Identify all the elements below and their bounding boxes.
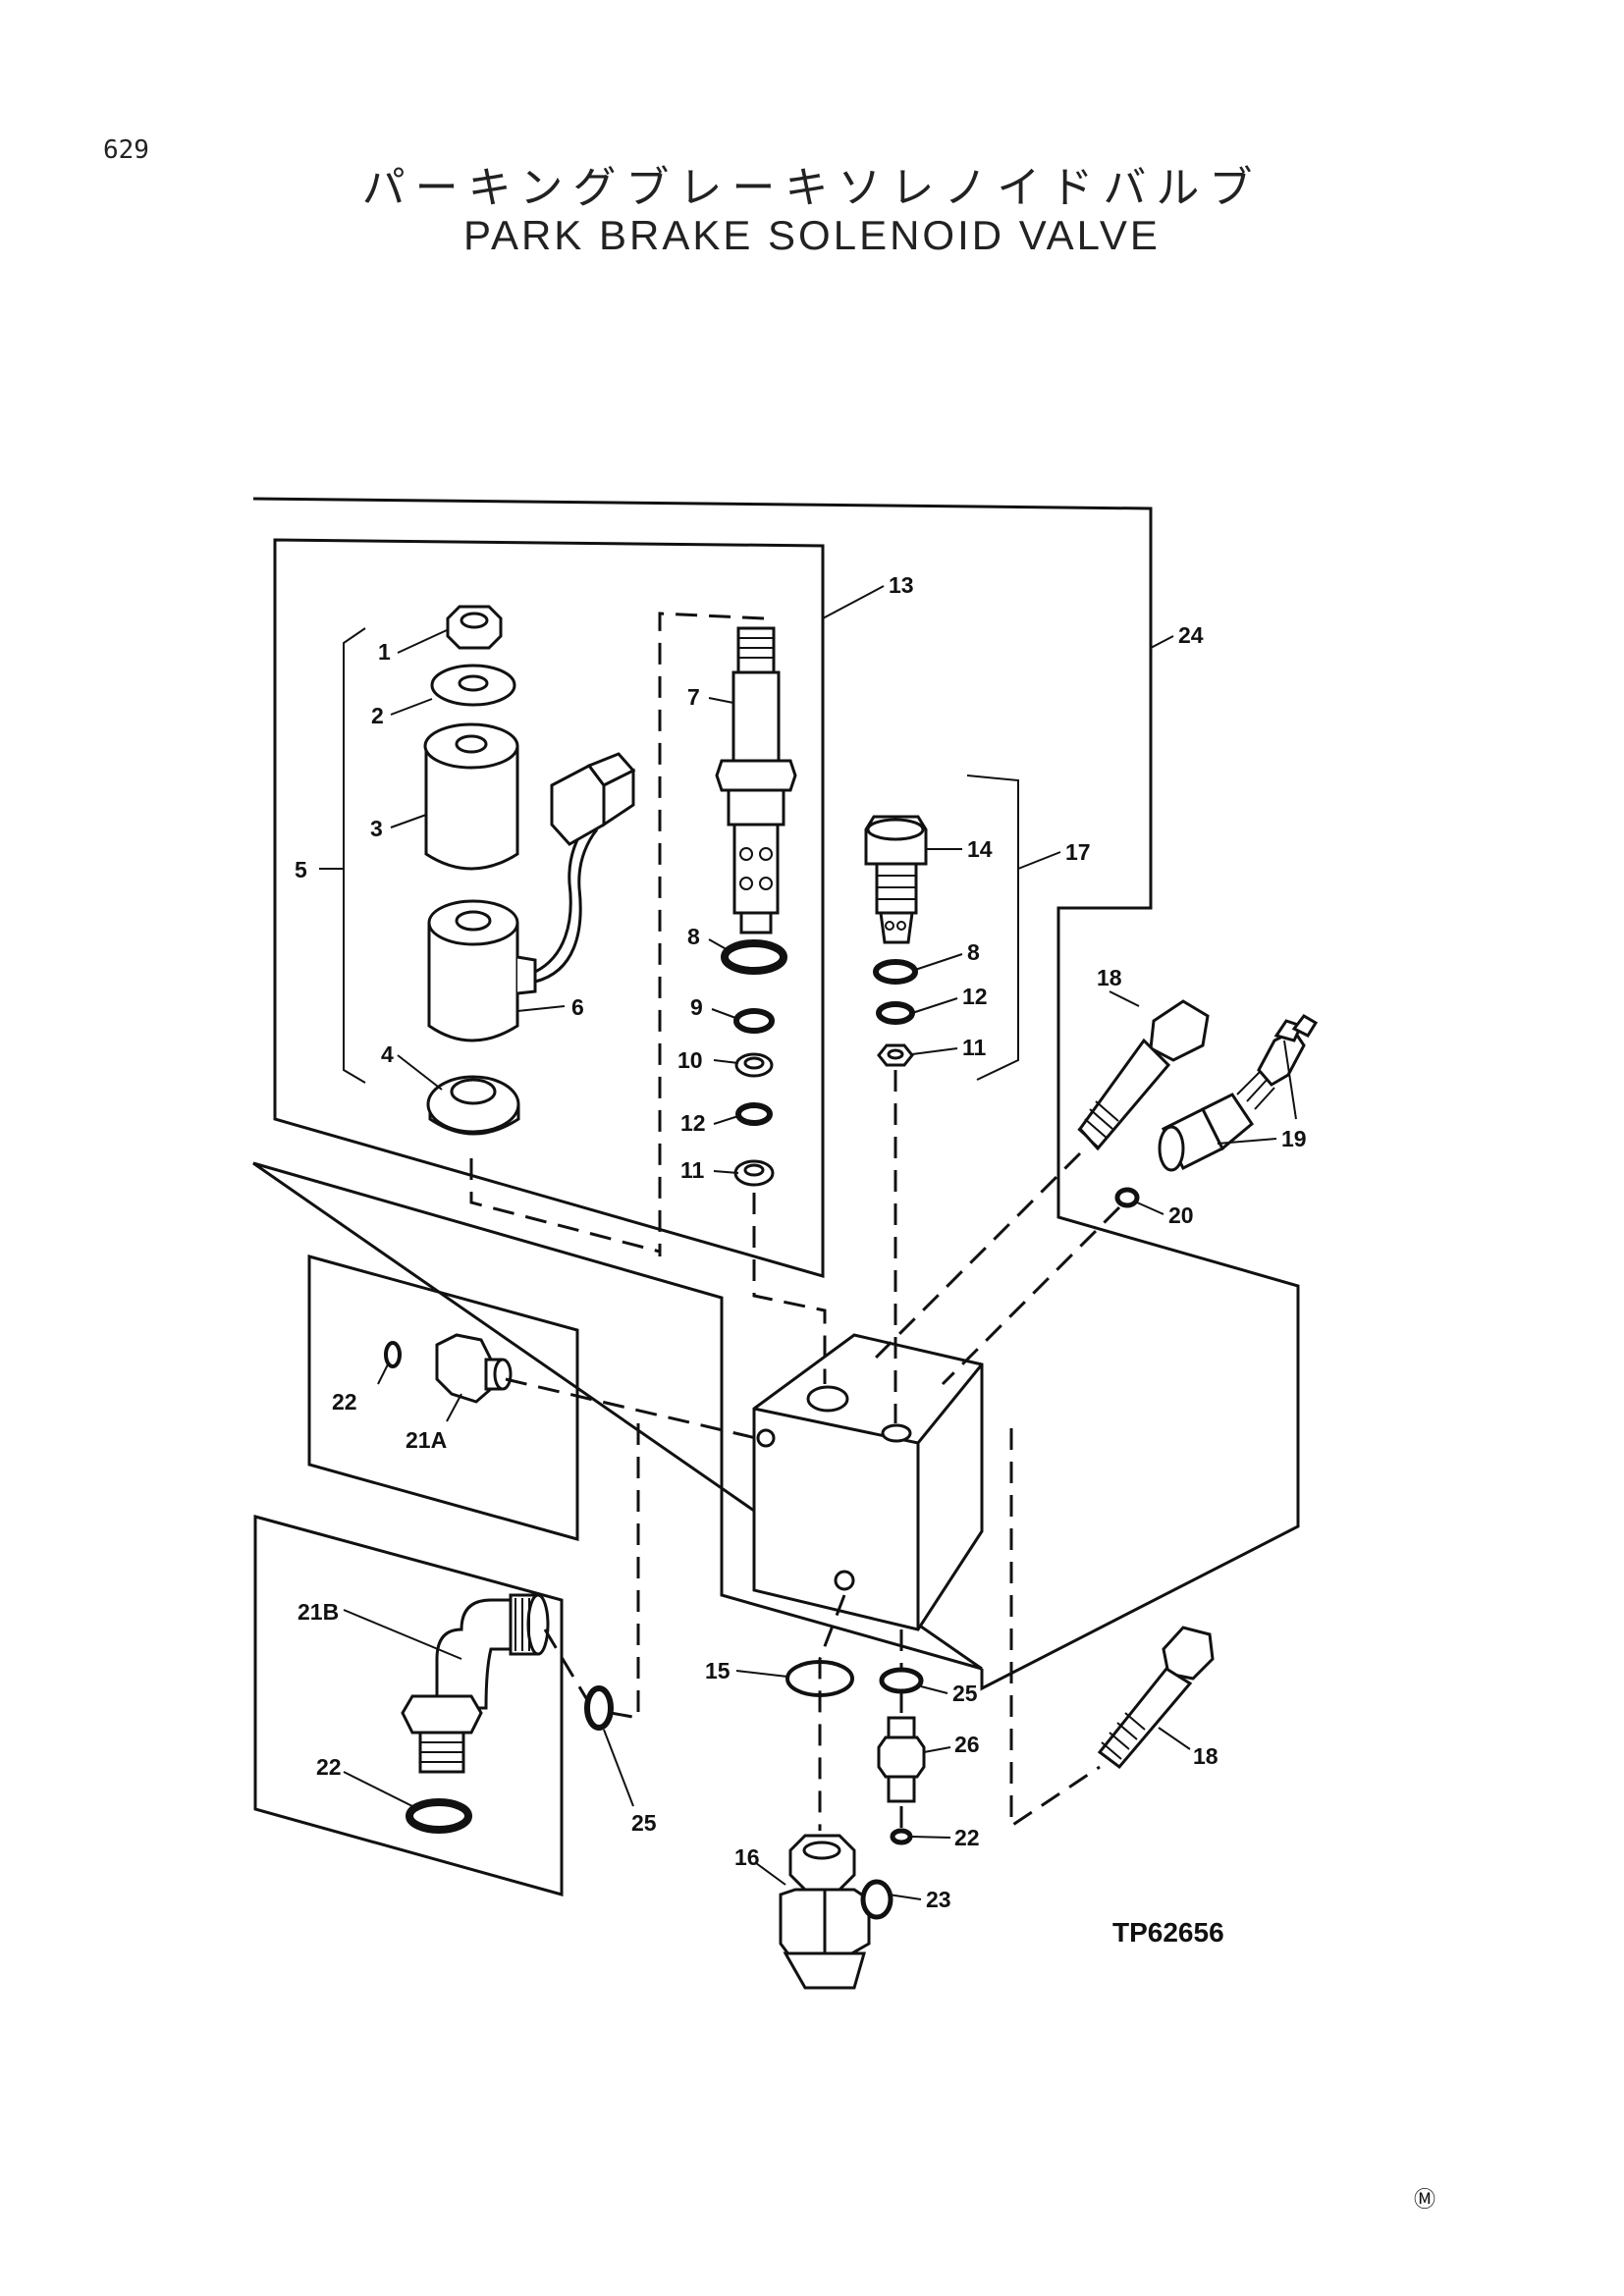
callout-7: 7 [687,684,700,710]
callout-25-right: 25 [952,1681,978,1706]
part-25-o-ring-right [879,1667,924,1694]
callout-25-left: 25 [631,1810,657,1836]
part-22-o-ring-right [890,1828,913,1845]
callout-3: 3 [370,816,383,841]
part-26-fitting [877,1716,926,1803]
part-10-ring [734,1052,774,1078]
part-3-coil [423,722,519,871]
callout-19: 19 [1281,1126,1307,1151]
callout-8-right: 8 [967,939,980,965]
part-6-solenoid [427,752,636,1042]
callout-22-right: 22 [954,1825,980,1850]
part-23-o-ring [860,1879,893,1920]
callout-18-upper: 18 [1097,965,1122,990]
page-number: 629 [103,135,149,165]
part-2-washer [430,664,516,707]
part-16-fitting [779,1834,871,1990]
valve-block [752,1333,984,1631]
group-outline-21b [253,1515,564,1896]
callout-10: 10 [677,1047,703,1073]
callout-14: 14 [967,836,993,862]
dashed-assembly-lines [469,1070,1121,1831]
bracket-5 [343,627,366,1084]
drawing-code: TP62656 [1112,1917,1224,1948]
part-22-o-ring-lower-left [406,1798,472,1834]
callout-1: 1 [378,639,391,665]
part-11-ring-right [877,1043,914,1067]
part-7-cartridge [715,626,797,934]
callout-17: 17 [1065,839,1091,865]
bracket-17 [966,774,1019,1081]
callout-5: 5 [295,857,307,882]
group-outline-13 [273,538,825,1278]
group-outline-21a [307,1255,579,1541]
part-11-ring-left [733,1159,775,1187]
page-title-japanese: パーキングブレーキソレノイドバルブ [361,163,1263,213]
callout-18-lower: 18 [1193,1743,1218,1769]
callout-9: 9 [690,994,703,1020]
callout-22-lower-left: 22 [316,1754,342,1780]
callout-15: 15 [705,1658,731,1683]
leader-lines [319,585,1297,1900]
part-25-o-ring-left [584,1685,614,1731]
part-21b-elbow [401,1593,550,1774]
part-4-base-washer [426,1075,520,1136]
part-12-ring-left [735,1102,773,1126]
part-21a-adapter [435,1333,513,1404]
callout-6: 6 [571,994,584,1020]
callout-22-upper-left: 22 [332,1389,357,1415]
callout-21a: 21A [406,1427,447,1453]
part-18-bolt-lower [1097,1626,1215,1770]
callout-11-right: 11 [962,1035,987,1060]
dashed-group-7 [658,612,765,1252]
part-9-ring [733,1008,775,1034]
callout-21b: 21B [298,1599,339,1625]
callout-24: 24 [1178,622,1204,648]
callout-26: 26 [954,1732,980,1757]
callout-4: 4 [381,1041,394,1067]
callout-12-right: 12 [962,984,988,1009]
callout-2: 2 [371,703,384,728]
part-22-o-ring-upper-left [384,1341,402,1368]
callout-16: 16 [734,1844,760,1870]
part-1-nut [446,605,503,650]
page-title-english: PARK BRAKE SOLENOID VALVE [463,212,1161,258]
group-outline-24 [252,497,1300,1691]
part-19-pressure-switch [1158,1014,1319,1172]
manufacturer-mark: Ⓜ [1414,2188,1435,2213]
callout-13: 13 [889,572,914,598]
part-14-plug [864,815,928,944]
callout-11-left: 11 [680,1157,705,1183]
callout-20: 20 [1168,1202,1194,1228]
part-8-o-ring-right [873,959,918,985]
part-12-ring-right [876,1001,915,1025]
part-18-bolt-upper [1077,999,1210,1151]
part-8-o-ring-upper [721,939,787,975]
callout-12-left: 12 [680,1110,706,1136]
callout-8-left: 8 [687,924,700,949]
part-20-o-ring [1114,1187,1140,1208]
callout-23: 23 [926,1887,951,1912]
